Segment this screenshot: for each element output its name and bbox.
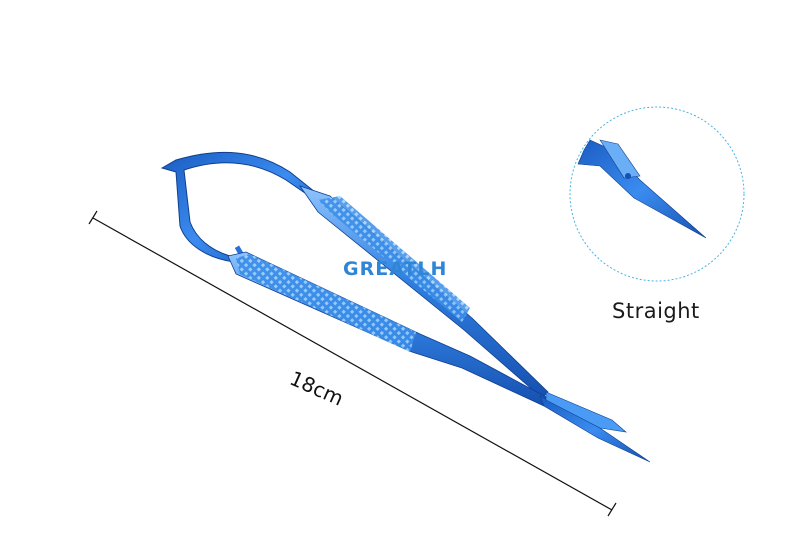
tip-detail-inset	[569, 106, 745, 282]
dimension-line	[88, 210, 617, 517]
brand-watermark: GREATLH	[343, 258, 448, 280]
scissor-blades	[539, 391, 651, 463]
detail-caption: Straight	[612, 299, 700, 323]
upper-handle	[298, 185, 549, 399]
spring-handle	[160, 151, 321, 263]
